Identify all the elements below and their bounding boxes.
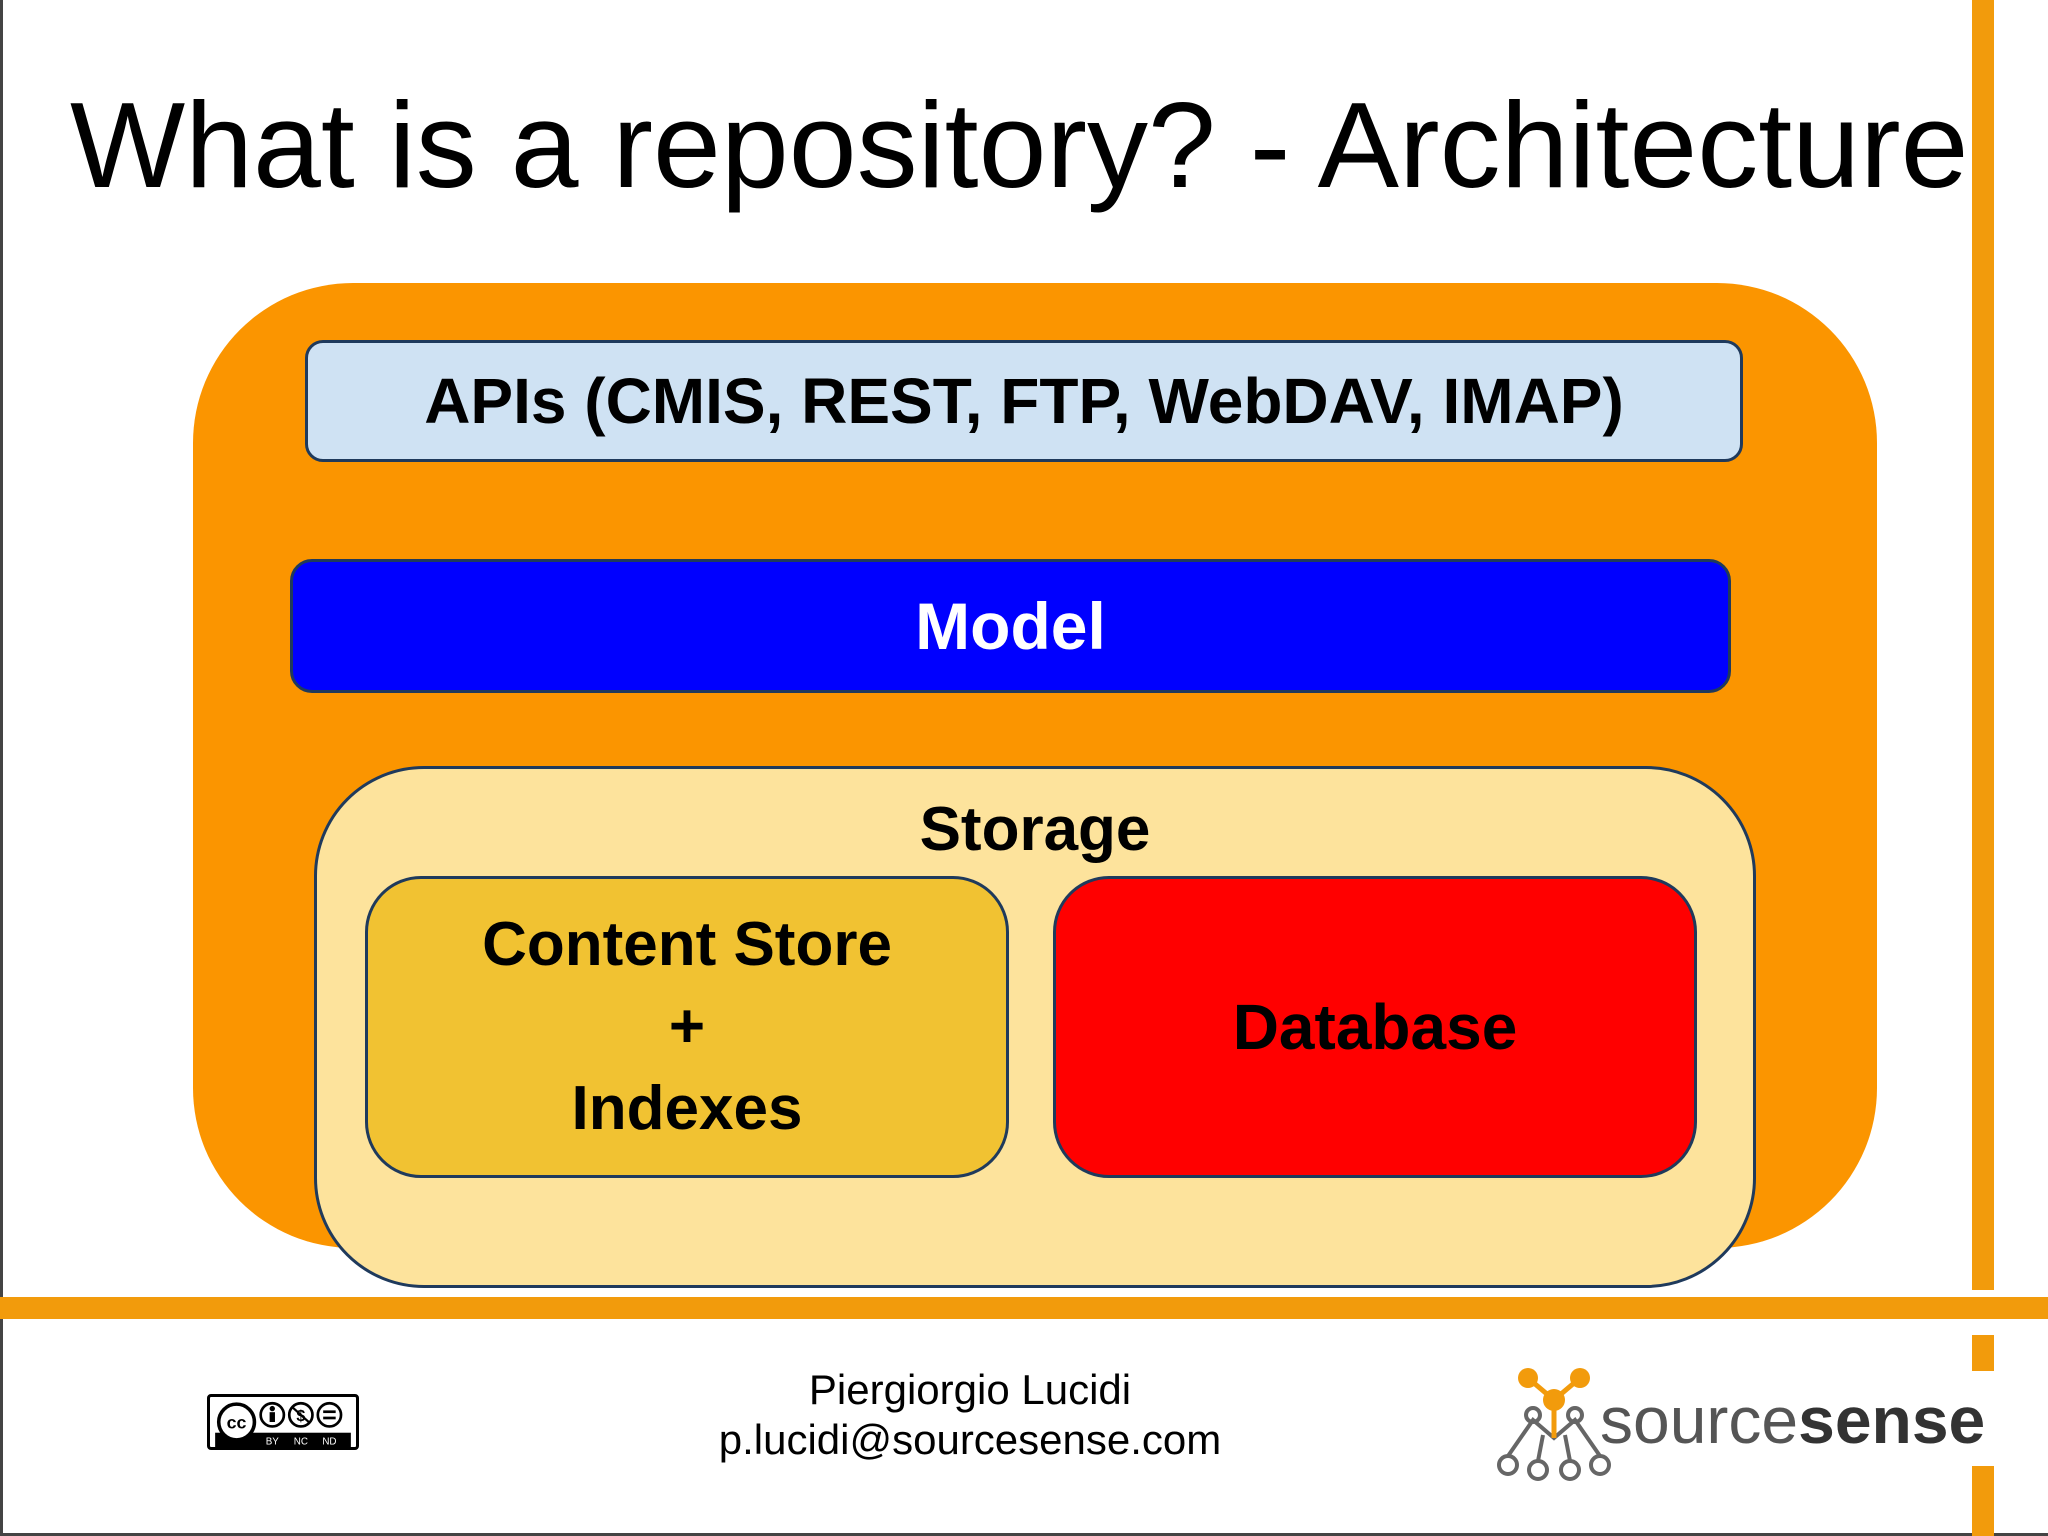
svg-text:BY: BY (266, 1436, 280, 1447)
nc-icon: $ (287, 1401, 314, 1428)
content-store-line: + (668, 992, 706, 1061)
slide-title: What is a repository? - Architecture (70, 77, 1969, 213)
presenter-email: p.lucidi@sourcesense.com (718, 1416, 1222, 1463)
svg-text:ND: ND (322, 1436, 336, 1447)
by-icon (259, 1401, 286, 1428)
svg-text:cc: cc (227, 1412, 247, 1432)
presenter-name: Piergiorgio Lucidi (808, 1366, 1132, 1413)
apis-label: APIs (CMIS, REST, FTP, WebDAV, IMAP) (424, 365, 1624, 437)
logo-text-bold: sense (1798, 1383, 1986, 1457)
footer-accent-bar (0, 1297, 2048, 1319)
sourcesense-wordmark: sourcesense (1600, 1380, 2010, 1460)
right-accent-bar-segment (1972, 1335, 1994, 1371)
svg-text:NC: NC (294, 1436, 308, 1447)
model-label: Model (915, 589, 1106, 663)
presenter-block: Piergiorgio Lucidi p.lucidi@sourcesense.… (600, 1365, 1340, 1475)
nd-icon (316, 1401, 343, 1428)
storage-label: Storage (919, 795, 1151, 864)
cc-license-badge: cc $ BY NC ND (207, 1394, 359, 1450)
slide-left-border (0, 0, 3, 1536)
content-store-box: Content Store + Indexes (365, 876, 1009, 1178)
logo-text-light: source (1600, 1383, 1799, 1457)
slide-bottom-border (0, 1533, 2048, 1536)
database-box: Database (1053, 876, 1697, 1178)
model-layer: Model (290, 559, 1731, 693)
content-store-line: Content Store (482, 910, 892, 979)
content-store-line: Indexes (571, 1074, 803, 1143)
sourcesense-logo-icon (1497, 1368, 1611, 1481)
apis-layer: APIs (CMIS, REST, FTP, WebDAV, IMAP) (305, 340, 1743, 462)
cc-icon: cc (216, 1402, 257, 1442)
right-accent-bar (1972, 0, 1994, 1290)
right-accent-bar-segment (1972, 1466, 1994, 1536)
database-label: Database (1232, 991, 1518, 1063)
